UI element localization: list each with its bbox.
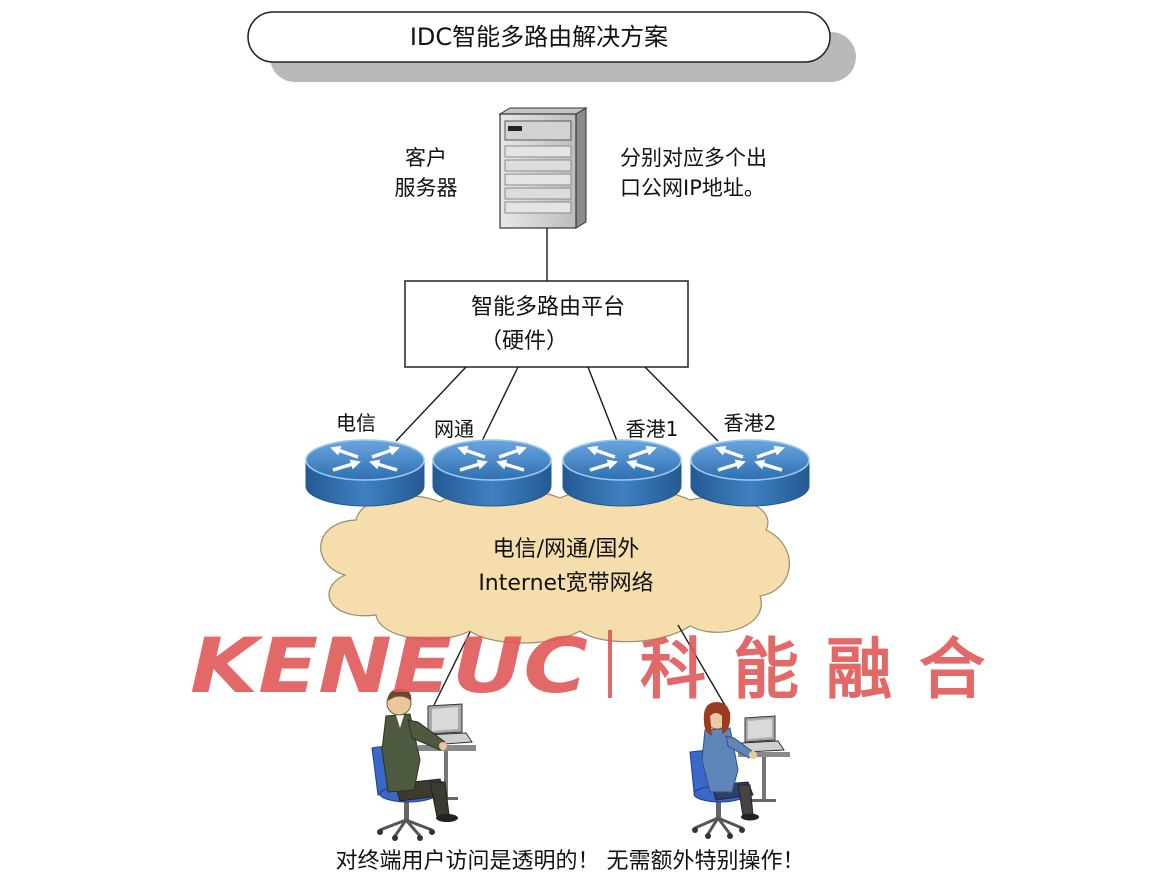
footer-caption: 对终端用户访问是透明的！ 无需额外特别操作！ [336,849,805,874]
diagram-title: IDC智能多路由解决方案 [410,23,668,51]
keneuc-watermark-logo: KENEUC 科能融合 [190,621,985,710]
platform-link-netcom [482,367,518,441]
router-icon [563,440,681,506]
router-icon [306,440,424,506]
server-label-line2: 服务器 [395,176,458,200]
cloud-label-line1: 电信/网通/国外 [493,537,640,562]
internet-cloud [321,487,790,643]
router-icon [433,440,551,506]
server-note-line1: 分别对应多个出 [620,146,767,170]
server-note-line2: 口公网IP地址。 [620,176,765,200]
router-label: 电信 [336,411,376,435]
router-telecom: 电信 [306,411,424,506]
router-hk2: 香港2 [691,411,809,506]
platform-subtitle: （硬件） [480,329,568,354]
platform-title: 智能多路由平台 [471,295,625,320]
router-label: 香港2 [724,411,777,435]
cloud-label-line2: Internet宽带网络 [478,571,653,596]
router-label: 香港1 [626,417,679,441]
watermark-cjk: 科能融合 [640,631,985,708]
female-user-icon [690,702,790,839]
router-icon [691,440,809,506]
router-hk1: 香港1 [563,417,681,506]
platform-link-hk1 [588,367,617,441]
server-icon [500,108,586,228]
male-user-icon [372,689,476,841]
router-label: 网通 [434,417,474,441]
watermark-divider [608,630,612,698]
routing-platform-box: 智能多路由平台 （硬件） [405,281,688,367]
router-netcom: 网通 [433,417,551,506]
title-banner: IDC智能多路由解决方案 [248,12,856,82]
watermark-latin: KENEUC [190,621,588,710]
server-label-line1: 客户 [405,146,447,170]
